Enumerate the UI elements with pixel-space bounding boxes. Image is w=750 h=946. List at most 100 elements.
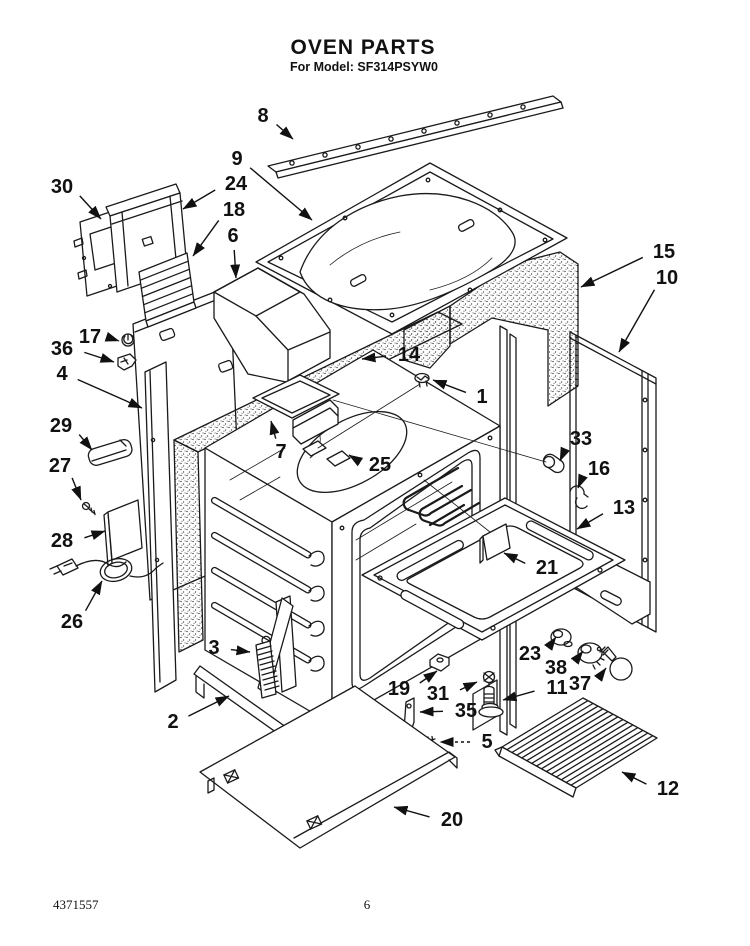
callout-12: 12 [621,771,679,800]
callout-38: 38 [545,650,584,679]
page-number: 6 [364,897,371,912]
part-2-lower-frame-rail [193,665,339,773]
part-number-16: 16 [588,458,610,480]
part-13-drawer-pan [361,497,651,641]
part-number-30: 30 [51,176,73,198]
part-23-knob [550,628,573,648]
part-33-screw [542,453,565,474]
callout-1: 1 [432,379,488,408]
callout-24: 24 [182,173,248,210]
callout-31: 31 [427,681,478,705]
part-26-power-cord [49,557,164,583]
part-number-36: 36 [51,338,73,360]
callout-6: 6 [227,225,241,279]
callout-19: 19 [388,670,438,700]
part-number-6: 6 [227,225,238,247]
part-number-2: 2 [167,711,178,733]
callout-21: 21 [503,552,558,579]
callout-20: 20 [393,805,463,831]
part-number-29: 29 [50,415,72,437]
part-number-17: 17 [79,326,101,348]
part-number-14: 14 [398,344,421,366]
part-37-light-bulb [596,646,633,681]
callout-36: 36 [51,338,115,363]
part-17-grommet [121,333,135,347]
part-number-12: 12 [657,778,679,800]
part-number-24: 24 [225,173,248,195]
part-9-maintop [255,162,568,335]
callout-33: 33 [559,428,592,462]
part-29-trim [87,439,133,466]
part-number-15: 15 [653,241,675,263]
part-broil-element [402,466,481,527]
part-number-19: 19 [388,678,410,700]
part-3-door-spring [255,595,297,699]
part-number-10: 10 [656,267,678,289]
part-number-11: 11 [546,677,567,699]
part-28-plate [103,499,143,567]
part-31-screw [482,670,496,689]
callout-14: 14 [361,344,421,366]
part-18-vent-grille [138,252,197,328]
page-title: OVEN PARTS [291,36,436,59]
part-number-25: 25 [369,454,391,476]
doc-number: 4371557 [53,897,99,912]
callout-11: 11 [502,677,568,702]
part-number-31: 31 [427,683,449,705]
callout-30: 30 [51,176,102,220]
part-19-clip [429,653,450,672]
callout-10: 10 [618,267,678,353]
part-number-35: 35 [455,700,477,722]
callout-15: 15 [580,241,675,288]
callout-29: 29 [50,415,93,451]
callout-23: 23 [519,636,557,665]
callout-8: 8 [257,105,294,140]
callout-35: 35 [419,700,477,722]
callout-9: 9 [231,148,313,221]
part-12-oven-rack [494,697,658,798]
part-number-7: 7 [275,441,286,463]
part-1-push-nut [414,372,430,388]
part-number-33: 33 [570,428,592,450]
part-number-8: 8 [257,105,268,127]
part-number-27: 27 [49,455,71,477]
part-8-rear-trim-rail [267,95,564,179]
assembly-lines [317,383,547,533]
callout-37: 37 [569,667,607,695]
part-7-oven-vent [252,374,340,445]
part-number-13: 13 [613,497,635,519]
part-20-bottom-panel [199,685,458,849]
part-number-38: 38 [545,657,567,679]
callout-27: 27 [49,455,82,501]
part-number-3: 3 [208,637,219,659]
model-subtitle: For Model: SF314PSYW0 [290,60,438,74]
callout-28: 28 [51,530,106,552]
part-number-26: 26 [61,611,83,633]
part-36-clip [117,353,137,371]
callout-7: 7 [269,420,287,463]
part-number-21: 21 [536,557,558,579]
part-number-5: 5 [481,731,492,753]
part-6-vent-duct [213,267,331,383]
part-number-9: 9 [231,148,242,170]
callout-16: 16 [577,458,610,489]
callout-5: 5 [439,731,493,753]
callout-4: 4 [56,363,143,409]
callout-3: 3 [208,637,251,659]
part-11-leveling-foot [478,685,504,718]
line-art [49,95,658,849]
part-number-23: 23 [519,643,541,665]
callout-26: 26 [61,580,103,633]
callout-18: 18 [192,199,245,257]
part-number-37: 37 [569,673,591,695]
part-27-screw [81,501,96,516]
part-21-plate [479,523,511,564]
part-15-insulation-block [403,251,579,407]
part-number-1: 1 [476,386,487,408]
callout-13: 13 [576,497,635,530]
callout-25: 25 [348,454,391,476]
part-number-18: 18 [223,199,245,221]
